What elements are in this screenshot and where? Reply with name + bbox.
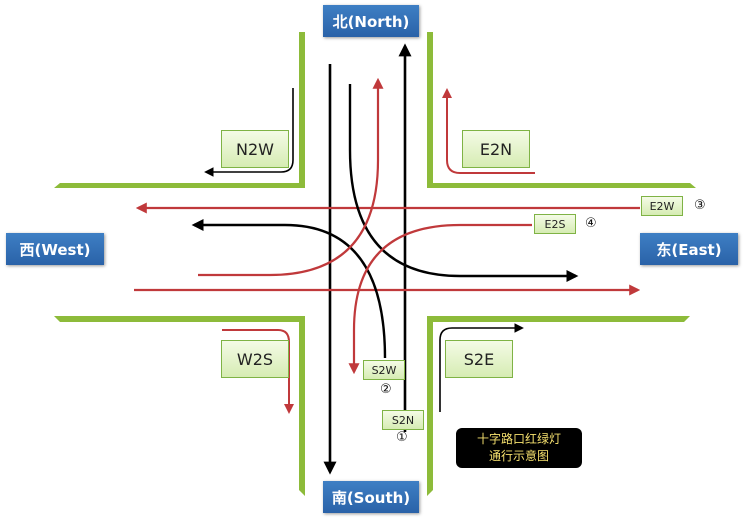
- south-label: 南(South): [323, 481, 419, 513]
- phase-4-number: ④: [585, 216, 597, 231]
- s2w-label: S2W: [363, 360, 405, 380]
- s2e-label: S2E: [445, 340, 513, 378]
- w2s-label: W2S: [221, 340, 289, 378]
- e2s-label: E2S: [534, 214, 576, 234]
- north-to-east-turn-path: [348, 84, 579, 282]
- phase-1-number: ①: [396, 430, 408, 445]
- caption-box: 十字路口红绿灯 通行示意图: [456, 428, 582, 468]
- w2s-turn-path: [222, 329, 294, 414]
- n2w-turn-path: [204, 88, 294, 177]
- west-to-north-turn-path: [198, 77, 384, 277]
- north-label: 北(North): [323, 5, 419, 37]
- south-to-west-turn-path: [191, 219, 387, 359]
- caption-line-1: 十字路口红绿灯: [476, 432, 561, 446]
- e2w-label: E2W: [641, 196, 683, 216]
- e2n-turn-path: [442, 88, 535, 174]
- s2n-label: S2N: [382, 410, 424, 430]
- caption-line-2: 通行示意图: [488, 449, 549, 463]
- n2w-label: N2W: [221, 130, 289, 168]
- east-label: 东(East): [640, 233, 738, 265]
- e2n-label: E2N: [462, 130, 530, 168]
- phase-2-number: ②: [380, 382, 392, 397]
- east-to-south-turn-path: [348, 223, 532, 375]
- curbs: [54, 32, 696, 496]
- phase-3-number: ③: [694, 198, 706, 213]
- west-label: 西(West): [6, 233, 104, 265]
- s2e-turn-path: [439, 323, 524, 412]
